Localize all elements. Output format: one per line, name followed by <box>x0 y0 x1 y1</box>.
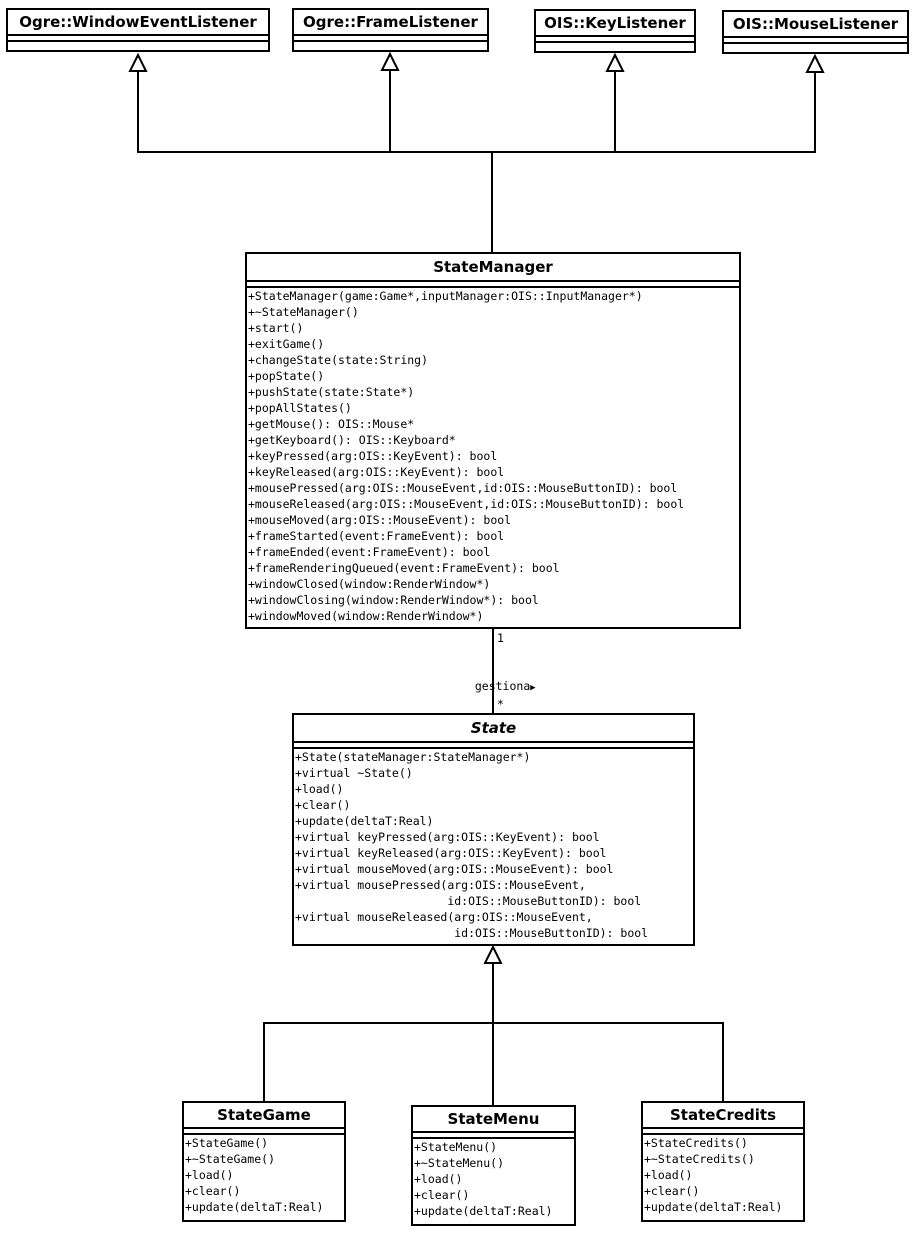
operation: +virtual mouseReleased(arg:OIS::MouseEve… <box>295 910 593 924</box>
operation: +clear() <box>295 798 351 812</box>
class-name: OIS::KeyListener <box>536 11 694 37</box>
direction-arrow-icon: ▶ <box>530 683 536 693</box>
inheritance-arrowhead-icon <box>605 52 625 72</box>
operation: id:OIS::MouseButtonID): bool <box>295 894 642 908</box>
operation: +virtual ~State() <box>295 766 413 780</box>
generalization-line-mouse-listener <box>615 72 816 153</box>
operations-list: +State(stateManager:StateManager*) +virtu… <box>294 749 693 941</box>
interface-frame-listener: Ogre::FrameListener <box>292 8 489 52</box>
class-name: Ogre::FrameListener <box>294 10 487 36</box>
interface-mouse-listener: OIS::MouseListener <box>722 10 909 54</box>
class-name: State <box>294 715 693 743</box>
operation: +virtual keyPressed(arg:OIS::KeyEvent): … <box>295 830 600 844</box>
multiplicity-manager: 1 <box>497 631 504 645</box>
operation: +popState() <box>248 369 325 383</box>
operation: +~StateMenu() <box>414 1156 505 1170</box>
class-state: State +State(stateManager:StateManager*)… <box>292 713 695 946</box>
operation: +load() <box>295 782 344 796</box>
class-state-game: StateGame +StateGame() +~StateGame() +load… <box>182 1101 346 1222</box>
interface-window-event-listener: Ogre::WindowEventListener <box>6 8 270 52</box>
operation: +mousePressed(arg:OIS::MouseEvent,id:OIS… <box>248 481 678 495</box>
operation: +windowClosed(window:RenderWindow*) <box>248 577 491 591</box>
operation: +load() <box>644 1168 693 1182</box>
inheritance-arrowhead-icon <box>380 51 400 71</box>
operation: +keyPressed(arg:OIS::KeyEvent): bool <box>248 449 498 463</box>
operation: +clear() <box>414 1188 470 1202</box>
operation: +clear() <box>185 1184 241 1198</box>
operation: +StateManager(game:Game*,inputManager:OI… <box>248 289 643 303</box>
operation: +~StateCredits() <box>644 1152 755 1166</box>
class-name: OIS::MouseListener <box>724 12 907 38</box>
operation: +virtual mouseMoved(arg:OIS::MouseEvent)… <box>295 862 614 876</box>
class-name: Ogre::WindowEventListener <box>8 10 268 36</box>
class-state-menu: StateMenu +StateMenu() +~StateMenu() +load… <box>411 1105 576 1226</box>
operation: +popAllStates() <box>248 401 352 415</box>
operation: +keyReleased(arg:OIS::KeyEvent): bool <box>248 465 505 479</box>
generalization-line-state-credits <box>493 1022 724 1102</box>
operation: +StateGame() <box>185 1136 269 1150</box>
association-name: gestiona <box>474 679 531 693</box>
operation: +virtual mousePressed(arg:OIS::MouseEven… <box>295 878 586 892</box>
inheritance-arrowhead-icon <box>805 53 825 73</box>
generalization-line-window-listener <box>137 71 493 252</box>
operation: id:OIS::MouseButtonID): bool <box>295 926 649 940</box>
operations-list: +StateMenu() +~StateMenu() +load() +clear()… <box>413 1139 574 1219</box>
operation: +virtual keyReleased(arg:OIS::KeyEvent):… <box>295 846 607 860</box>
operation: +frameRenderingQueued(event:FrameEvent):… <box>248 561 560 575</box>
operation: +update(deltaT:Real) <box>644 1200 783 1214</box>
operation: +windowMoved(window:RenderWindow*) <box>248 609 484 623</box>
operation: +frameEnded(event:FrameEvent): bool <box>248 545 491 559</box>
operation: +~StateManager() <box>248 305 359 319</box>
association-label: gestiona▶ <box>461 665 536 693</box>
operation: +update(deltaT:Real) <box>295 814 434 828</box>
operation: +StateMenu() <box>414 1140 498 1154</box>
operations-list: +StateGame() +~StateGame() +load() +clear()… <box>184 1135 344 1215</box>
operation: +update(deltaT:Real) <box>185 1200 324 1214</box>
operation: +mouseReleased(arg:OIS::MouseEvent,id:OI… <box>248 497 685 511</box>
operation: +start() <box>248 321 304 335</box>
operation: +StateCredits() <box>644 1136 748 1150</box>
class-name: StateCredits <box>643 1103 803 1129</box>
operations-list: +StateManager(game:Game*,inputManager:OI… <box>247 288 739 624</box>
multiplicity-state: * <box>497 697 504 711</box>
operation: +mouseMoved(arg:OIS::MouseEvent): bool <box>248 513 512 527</box>
inheritance-arrowhead-icon <box>128 52 148 72</box>
operation: +pushState(state:State*) <box>248 385 415 399</box>
class-state-credits: StateCredits +StateCredits() +~StateCredi… <box>641 1101 805 1222</box>
generalization-line-frame-listener <box>389 70 492 153</box>
class-name: StateMenu <box>413 1107 574 1133</box>
operation: +changeState(state:String) <box>248 353 429 367</box>
inheritance-arrowhead-icon <box>483 944 503 964</box>
operation: +load() <box>414 1172 463 1186</box>
operation: +windowClosing(window:RenderWindow*): bo… <box>248 593 539 607</box>
interface-key-listener: OIS::KeyListener <box>534 9 696 53</box>
operation: +getKeyboard(): OIS::Keyboard* <box>248 433 456 447</box>
class-name: StateGame <box>184 1103 344 1129</box>
operation: +~StateGame() <box>185 1152 276 1166</box>
operation: +getMouse(): OIS::Mouse* <box>248 417 415 431</box>
operations-list: +StateCredits() +~StateCredits() +load() +c… <box>643 1135 803 1215</box>
class-name: StateManager <box>247 254 739 282</box>
operation: +State(stateManager:StateManager*) <box>295 750 531 764</box>
generalization-line-state-game <box>263 1022 493 1102</box>
operation: +clear() <box>644 1184 700 1198</box>
operation: +exitGame() <box>248 337 325 351</box>
operation: +load() <box>185 1168 234 1182</box>
operation: +frameStarted(event:FrameEvent): bool <box>248 529 505 543</box>
class-state-manager: StateManager +StateManager(game:Game*,in… <box>245 252 741 629</box>
operation: +update(deltaT:Real) <box>414 1204 553 1218</box>
generalization-line-key-listener <box>492 71 616 153</box>
